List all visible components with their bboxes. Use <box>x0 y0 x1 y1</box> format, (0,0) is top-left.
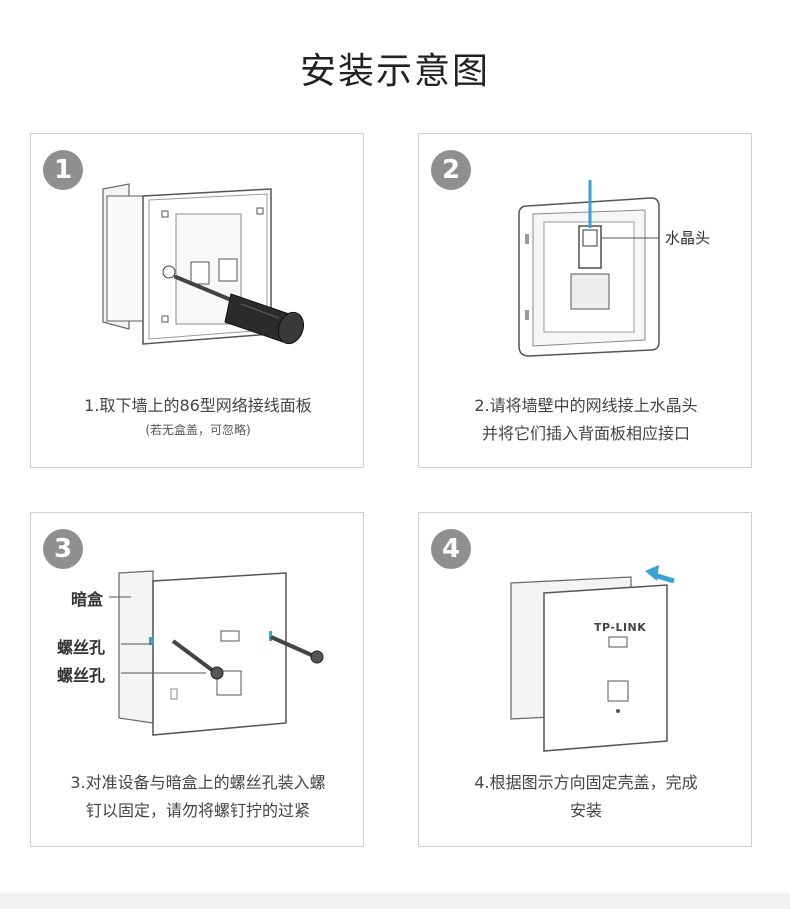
step-4-card: 4 TP-LINK 4.根据图示方向固定壳盖，完成 安装 <box>418 512 752 847</box>
step-4-caption-line2: 安装 <box>569 801 602 820</box>
step-1-card: 1 1.取下墙上的86型网络接线面板 (若无盒盖，可忽略) <box>30 133 364 468</box>
step-2-label-plug: 水晶头 <box>665 229 711 247</box>
step-2-caption-line1: 2.请将墙壁中的网线接上水晶头 <box>474 396 698 415</box>
step-1-badge: 1 <box>43 150 83 190</box>
step-2-caption: 2.请将墙壁中的网线接上水晶头 并将它们插入背面板相应接口 <box>419 392 753 448</box>
step-3-label-screw1: 螺丝孔 <box>57 638 106 657</box>
step-4-brand-logo: TP-LINK <box>594 621 647 634</box>
step-2-badge: 2 <box>431 150 471 190</box>
step-2-illustration <box>518 180 660 357</box>
step-3-badge: 3 <box>43 529 83 569</box>
step-3-card: 3 暗盒 螺丝孔 螺丝孔 3.对准设备与暗盒上的螺丝孔装入螺 钉以固定，请勿将螺… <box>30 512 364 847</box>
step-1-caption-line1: 1.取下墙上的86型网络接线面板 <box>84 396 312 415</box>
step-3-caption-line2: 钉以固定，请勿将螺钉拧的过紧 <box>85 801 310 820</box>
step-4-caption-line1: 4.根据图示方向固定壳盖，完成 <box>474 773 698 792</box>
step-4-caption: 4.根据图示方向固定壳盖，完成 安装 <box>419 769 753 825</box>
step-2-card: 2 水晶头 2.请将墙壁中的网线接上水晶头 并将它们插入背面板相应接口 <box>418 133 752 468</box>
step-3-caption: 3.对准设备与暗盒上的螺丝孔装入螺 钉以固定，请勿将螺钉拧的过紧 <box>31 769 365 825</box>
step-4-illustration <box>510 565 675 752</box>
step-1-caption: 1.取下墙上的86型网络接线面板 (若无盒盖，可忽略) <box>31 392 365 440</box>
step-3-label-screw2: 螺丝孔 <box>57 666 106 685</box>
page-title: 安装示意图 <box>299 51 490 92</box>
step-3-caption-line1: 3.对准设备与暗盒上的螺丝孔装入螺 <box>70 773 326 792</box>
step-1-caption-note: (若无盒盖，可忽略) <box>145 423 251 437</box>
step-3-illustration <box>109 570 324 736</box>
step-1-illustration <box>102 183 305 345</box>
step-3-label-box: 暗盒 <box>71 590 104 609</box>
bottom-bar <box>0 893 790 909</box>
step-2-caption-line2: 并将它们插入背面板相应接口 <box>481 424 690 443</box>
step-4-badge: 4 <box>431 529 471 569</box>
